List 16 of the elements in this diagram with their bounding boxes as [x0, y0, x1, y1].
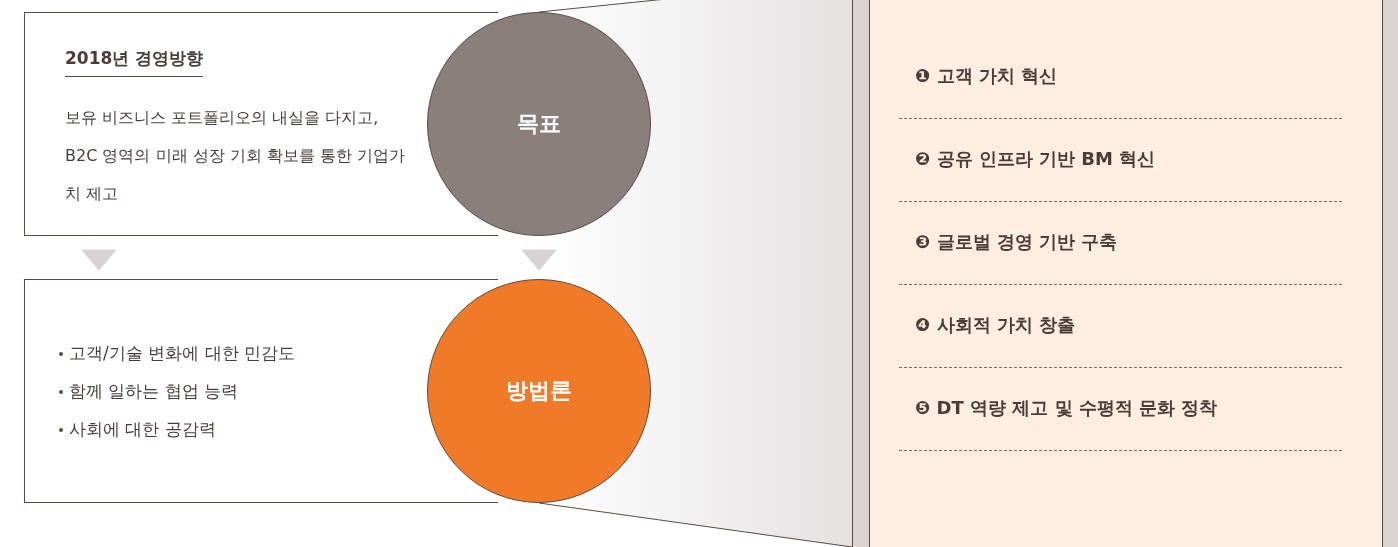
bullet-item: 사회에 대한 공감력: [69, 418, 216, 441]
bullet-item: 함께 일하는 협업 능력: [69, 380, 239, 403]
list-item: ❸ 글로벌 경영 기반 구축: [915, 230, 1118, 254]
circle-label: 목표: [517, 110, 561, 138]
heading: 2018년 경영방향: [65, 47, 204, 77]
text-panel: [24, 279, 427, 503]
text-panel: [24, 12, 427, 236]
bullet-item: 고객/기술 변화에 대한 민감도: [69, 342, 295, 365]
list-item: ❺ DT 역량 제고 및 수평적 문화 정착: [915, 396, 1218, 420]
down-arrow: [81, 249, 117, 271]
circle-label: 방법론: [506, 377, 572, 405]
list-item: ❹ 사회적 가치 창출: [915, 313, 1076, 337]
down-arrow: [521, 249, 557, 271]
body-text: 보유 비즈니스 포트폴리오의 내실을 다지고, B2C 영역의 미래 성장 기회 확보를 통한 기업가치 제고: [65, 107, 406, 205]
list-item: ❶ 고객 가치 혁신: [915, 64, 1058, 88]
list-item: ❷ 공유 인프라 기반 BM 혁신: [915, 147, 1156, 171]
